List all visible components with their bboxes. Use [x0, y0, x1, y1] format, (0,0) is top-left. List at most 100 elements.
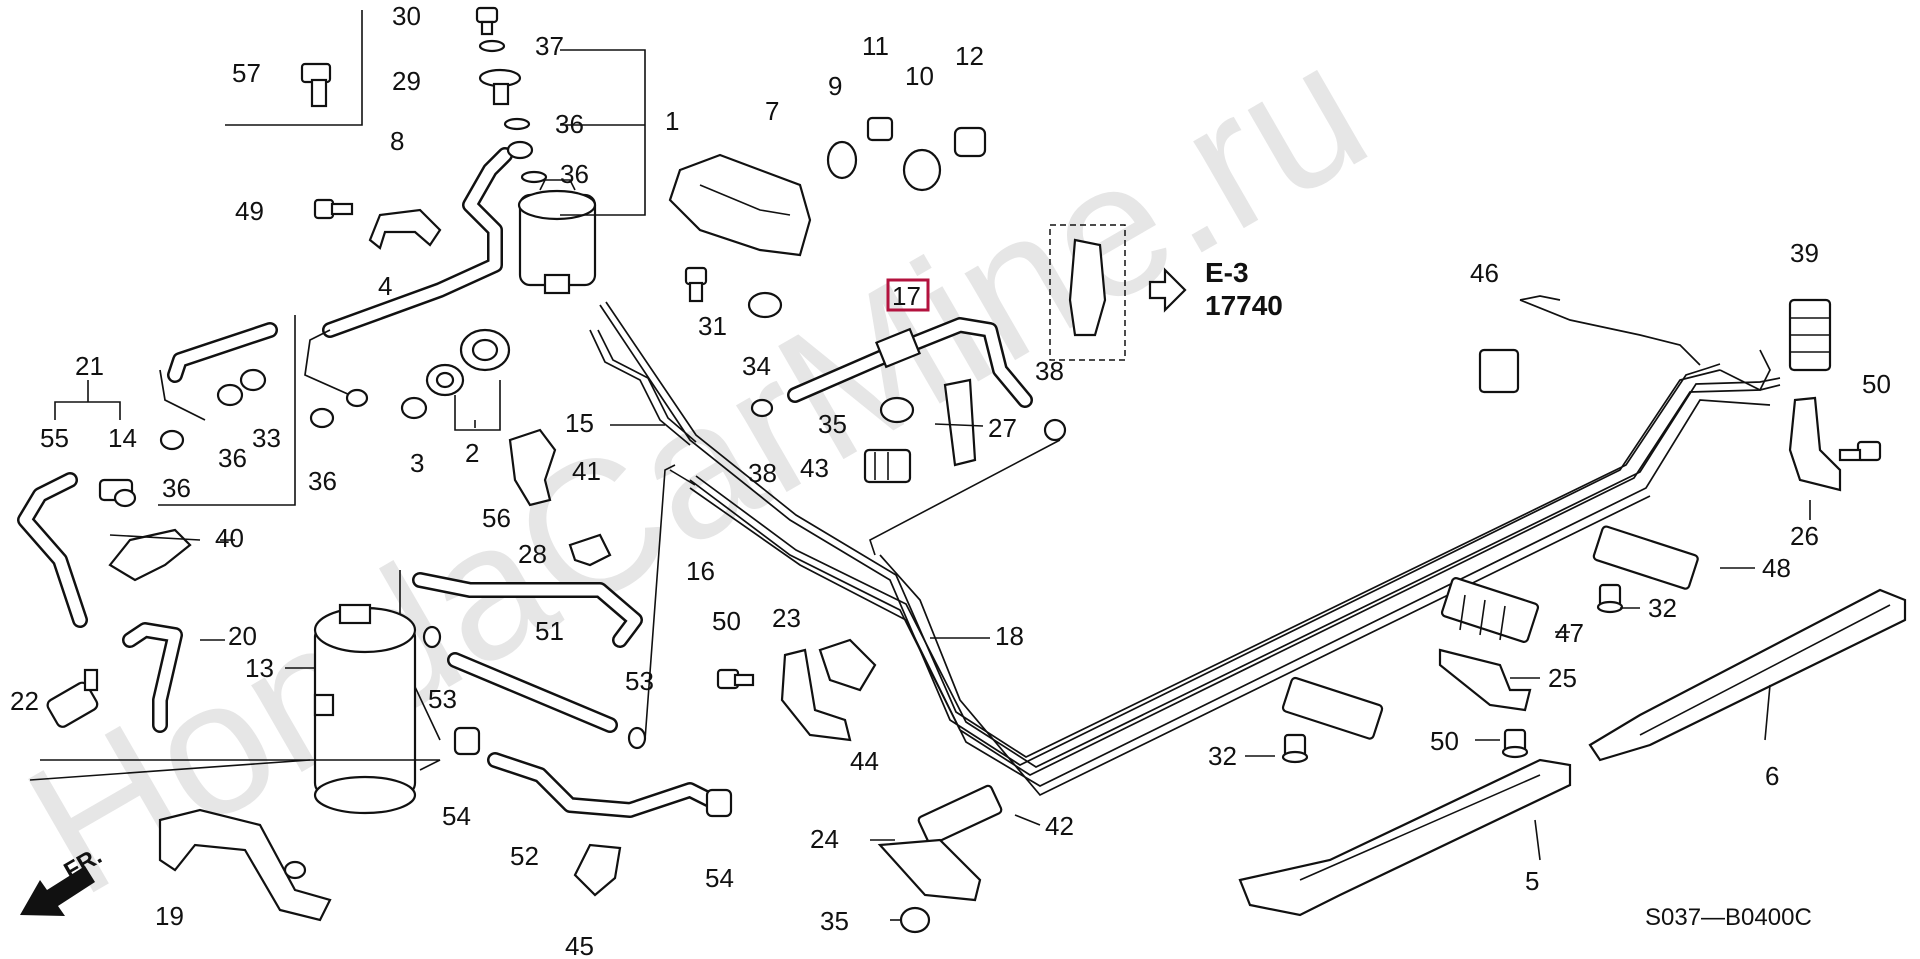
nut-35b: [899, 906, 931, 934]
bracket-25: [1438, 648, 1532, 712]
clip-holder-unnamed: [1281, 676, 1384, 740]
clip-39: [1788, 298, 1832, 372]
label-5: 5: [1525, 866, 1539, 896]
label-1: 1: [665, 106, 679, 136]
hose-56: [412, 572, 643, 648]
washer-36e: [309, 407, 335, 429]
bolt-29: [478, 68, 522, 106]
valve-14: [98, 478, 137, 508]
bolt-57: [300, 62, 332, 108]
clip-41: [568, 533, 612, 567]
clamp-28: [508, 428, 557, 507]
label-40: 40: [215, 523, 244, 553]
bolt-50a: [716, 668, 755, 690]
label-22: 22: [10, 686, 39, 716]
label-36b: 36: [560, 159, 589, 189]
clip-holder-47: [1440, 577, 1540, 643]
label-38a: 38: [748, 458, 777, 488]
label-50a: 50: [712, 606, 741, 636]
label-25: 25: [1548, 663, 1577, 693]
bracket-19: [158, 808, 332, 922]
clip-42: [917, 784, 1003, 846]
label-38b: 38: [1035, 356, 1064, 386]
label-39: 39: [1790, 238, 1819, 268]
washer-36c: [216, 383, 244, 407]
label-36c: 36: [218, 443, 247, 473]
frame-16: [644, 464, 696, 741]
label-14: 14: [108, 423, 137, 453]
nut-33: [239, 368, 267, 392]
bolt-32a: [1281, 733, 1309, 764]
label-2: 2: [465, 438, 479, 468]
label-56: 56: [482, 503, 511, 533]
clip-40: [108, 528, 192, 582]
label-34: 34: [742, 351, 771, 381]
label-54a: 54: [442, 801, 471, 831]
label-48: 48: [1762, 553, 1791, 583]
label-36a: 36: [555, 109, 584, 139]
clip-holder-48: [1592, 525, 1699, 590]
canister-mount-frame: [40, 759, 441, 771]
grommet-2b: [425, 363, 465, 397]
fuel-filter-1: [517, 179, 597, 295]
clip-53b: [627, 726, 647, 750]
clip-54a: [453, 726, 481, 756]
label-27: 27: [988, 413, 1017, 443]
protector-5: [1238, 758, 1572, 917]
label-50b: 50: [1430, 726, 1459, 756]
bolt-group-frame: [225, 10, 363, 126]
ref-arrow-icon: [1148, 267, 1187, 313]
label-36d: 36: [162, 473, 191, 503]
hose-51: [447, 652, 618, 733]
hose-20: [122, 622, 183, 733]
label-31: 31: [698, 311, 727, 341]
washer-36b: [520, 170, 548, 184]
washer-36d: [159, 429, 185, 451]
label-57: 57: [232, 58, 261, 88]
label-55: 55: [40, 423, 69, 453]
label-44: 44: [850, 746, 879, 776]
protector-6: [1588, 588, 1907, 762]
label-15: 15: [565, 408, 594, 438]
clip-43: [863, 448, 912, 484]
label-53b: 53: [625, 666, 654, 696]
nut-35a: [879, 396, 915, 424]
label-4: 4: [378, 271, 392, 301]
label-9: 9: [828, 71, 842, 101]
label-7: 7: [765, 96, 779, 126]
label-32b: 32: [1208, 741, 1237, 771]
clip-44: [818, 638, 877, 692]
label-36e: 36: [308, 466, 337, 496]
pipe-15: [589, 329, 697, 446]
label-32a: 32: [1648, 593, 1677, 623]
label-24: 24: [810, 824, 839, 854]
label-35a: 35: [818, 409, 847, 439]
bracket-7: [668, 153, 812, 257]
highlight-box-17: [886, 278, 930, 312]
ref-e3: E-3: [1205, 257, 1249, 288]
label-3: 3: [410, 448, 424, 478]
clamp-45: [573, 843, 622, 897]
label-29: 29: [392, 66, 421, 96]
group-21-frame: [54, 315, 296, 506]
label-33: 33: [252, 423, 281, 453]
label-10: 10: [905, 61, 934, 91]
leader-lines: [109, 49, 1811, 921]
washer-36a: [503, 117, 531, 131]
bolt-49: [313, 198, 354, 220]
label-11: 11: [862, 31, 889, 61]
label-35b: 35: [820, 906, 849, 936]
hose-17: [787, 317, 1033, 408]
cap-11: [866, 116, 894, 142]
label-23: 23: [772, 603, 801, 633]
label-46: 46: [1470, 258, 1499, 288]
label-37: 37: [535, 31, 564, 61]
label-42: 42: [1045, 811, 1074, 841]
clamp-8: [368, 208, 442, 250]
label-17: 17: [892, 281, 921, 311]
label-41: 41: [572, 456, 601, 486]
label-53a: 53: [428, 684, 457, 714]
clip-38a: [750, 398, 774, 418]
label-49: 49: [235, 196, 264, 226]
